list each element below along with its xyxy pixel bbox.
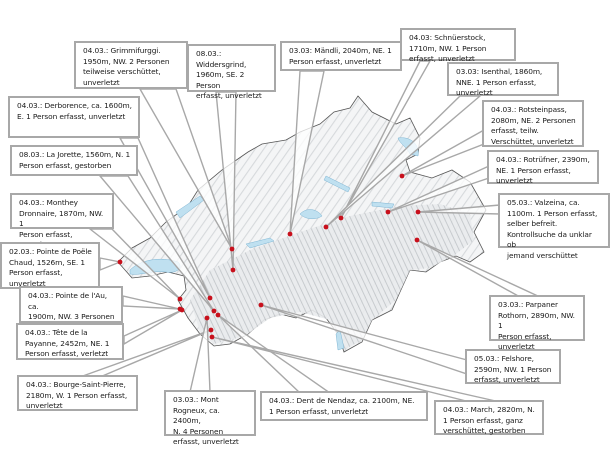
lake-zurich (323, 175, 351, 193)
pointer-wedge-monthey (87, 228, 181, 300)
callout-la-jorette: 08.03.: La Jorette, 1560m, N. 1 Person e… (10, 145, 138, 176)
alps-relief (190, 204, 474, 350)
callout-maendli: 03.03: Mändli, 2040m, NE. 1 Person erfas… (280, 41, 402, 71)
callout-tete-payanne: 04.03.: Tête de la Payanne, 2452m, NE. 1… (16, 323, 124, 360)
callout-widdersgrind: 08.03.: Widdersgrind, 1960m, SE. 2 Perso… (187, 44, 276, 100)
callout-parpaner: 03.03.: Parpaner Rothorn, 2890m, NW. 1 P… (489, 295, 585, 351)
marker-icon-derborence (207, 295, 213, 301)
marker-icon-dent-de-nendaz (215, 312, 221, 318)
callout-schnuerstock: 04.03: Schnüerstock, 1710m, NW. 1 Person… (400, 28, 516, 63)
marker-icon-rotsteinpass (399, 173, 405, 179)
pointer-wedge-derborence (118, 137, 211, 299)
pointer-wedge-grimmifurggi (138, 88, 233, 250)
marker-icon-tete-payanne (179, 307, 185, 313)
lake-walensee (371, 201, 395, 209)
callout-march: 04.03.: March, 2820m, N. 1 Person erfass… (434, 400, 544, 435)
marker-icon-pointe-de-poele (117, 259, 123, 265)
pointer-wedge-maendli (289, 70, 325, 235)
marker-icon-mont-rogneux (204, 315, 210, 321)
callout-isenthal: 03.03: Isenthal, 1860m, NNE. 1 Person er… (447, 62, 559, 97)
pointer-wedge-isenthal (325, 95, 482, 228)
callout-felshore: 05.03.: Felshore, 2590m, NW. 1 Person er… (465, 349, 561, 384)
callout-rotruefner: 04.03.: Rotrüfner, 2390m, NE. 1 Person e… (487, 150, 599, 185)
marker-icon-la-jorette (211, 308, 217, 314)
callout-mont-rogneux: 03.03.: Mont Rogneux, ca. 2400m, N. 4 Pe… (164, 390, 256, 446)
callout-grimmifurggi: 04.03.: Grimmifurggi. 1950m, NW. 2 Perso… (74, 41, 188, 89)
pointer-wedge-schnuerstock (340, 60, 432, 219)
pointer-lines (79, 60, 541, 403)
marker-icon-felshore (258, 302, 264, 308)
pointer-wedge-widdersgrind (215, 91, 237, 271)
marker-icon-rotruefner (385, 209, 391, 215)
pointer-wedge-pointe-de-lau (122, 295, 181, 310)
callout-dent-de-nendaz: 04.03.: Dent de Nendaz, ca. 2100m, NE. 1… (260, 391, 428, 421)
marker-icon-parpaner (414, 237, 420, 243)
callout-pointe-de-poele: 02.03.: Pointe de Poële Chaud, 1526m, SE… (0, 242, 100, 289)
lake-maggiore (335, 329, 345, 351)
pointer-wedge-dent-de-nendaz (217, 314, 333, 394)
marker-icon-bourg-st-pierre (208, 327, 214, 333)
marker-icon-march (209, 334, 215, 340)
callout-bourg-st-pierre: 04.03.: Bourge-Saint-Pierre, 2180m, W. 1… (17, 375, 138, 411)
marker-icon-grimmifurggi (229, 246, 235, 252)
lake-lucerne (299, 209, 323, 219)
marker-icon-monthey (177, 296, 183, 302)
callout-pointe-de-lau: 04.03.: Pointe de l'Au, ca. 1900m, NW. 3… (19, 286, 123, 332)
marker-icon-valzeina (415, 209, 421, 215)
callout-valzeina: 05.03.: Valzeina, ca. 1100m. 1 Person er… (498, 193, 610, 260)
marker-icon-widdersgrind (230, 267, 236, 273)
callout-rotsteinpass: 04.03.: Rotsteinpass, 2080m, NE. 2 Perso… (482, 100, 584, 147)
pointer-wedge-pointe-de-poele (99, 257, 123, 272)
marker-icon-isenthal (323, 224, 329, 230)
lake-thun-brienz (245, 237, 275, 249)
callout-monthey: 04.03.: Monthey Dronnaire, 1870m, NW. 1 … (10, 193, 114, 249)
marker-icon-maendli (287, 231, 293, 237)
pointer-wedge-la-jorette (98, 175, 215, 312)
incident-markers (117, 173, 421, 340)
callout-derborence: 04.03.: Derborence, ca. 1600m, E. 1 Pers… (8, 96, 140, 138)
pointer-wedge-tete-payanne (123, 309, 183, 346)
marker-icon-schnuerstock (338, 215, 344, 221)
